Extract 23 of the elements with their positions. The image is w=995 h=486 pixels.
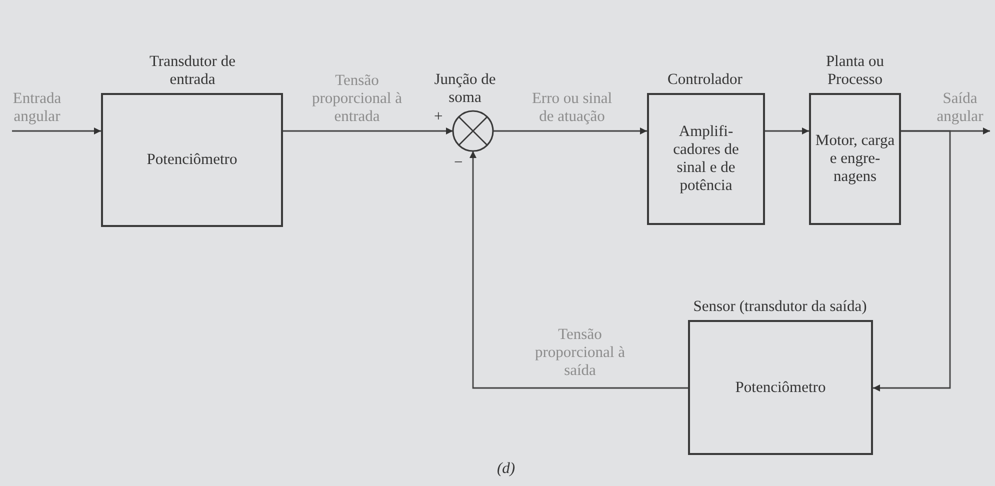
block-title: Transdutor de entrada <box>148 53 236 89</box>
edge-label: Tensão proporcional à entrada <box>312 72 402 126</box>
block-label: Motor, carga e engre- nagens <box>815 132 895 186</box>
edge-label: Entrada angular <box>12 90 62 126</box>
arrow <box>12 128 101 134</box>
caption: (d) <box>497 460 516 478</box>
arrow <box>493 128 647 134</box>
block-label: Potenciômetro <box>146 151 238 169</box>
arrow <box>470 151 688 389</box>
block-label: Potenciômetro <box>734 378 827 396</box>
edge-label: Saída angular <box>936 90 984 126</box>
block-title: Sensor (transdutor da saída) <box>692 298 868 316</box>
sign-label: + <box>434 108 443 126</box>
edge-label: Erro ou sinal de atuação <box>530 90 614 126</box>
block-title: Junção de soma <box>433 71 497 107</box>
block-title: Planta ou Processo <box>824 53 886 89</box>
block-title: Controlador <box>666 71 744 89</box>
sign-label: − <box>454 154 463 172</box>
arrow <box>873 130 951 392</box>
arrow <box>765 128 809 134</box>
edge-label: Tensão proporcional à saída <box>534 326 626 380</box>
block-label: Amplifi- cadores de sinal e de potência <box>672 123 740 195</box>
arrow <box>283 128 453 134</box>
